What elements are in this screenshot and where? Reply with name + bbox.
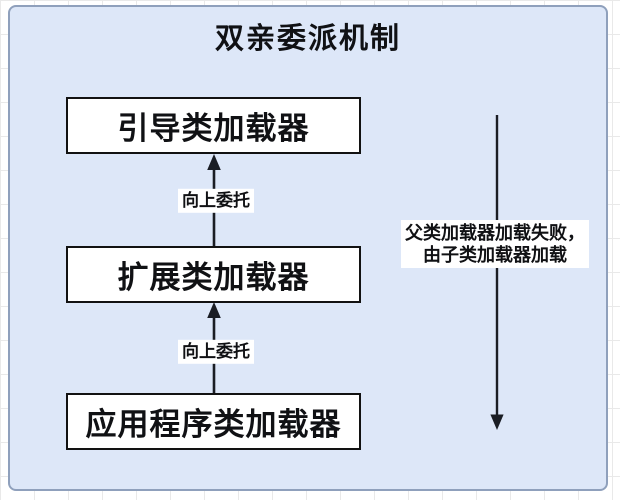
up-arrow-icon (207, 154, 221, 170)
delegate-up-label-1: 向上委托 (178, 188, 254, 214)
node-extension-classloader: 扩展类加载器 (66, 246, 361, 303)
down-arrow-icon (490, 414, 504, 430)
up-arrow-icon (207, 302, 221, 318)
fallback-label: 父类加载器加载失败， 由子类加载器加载 (401, 220, 589, 268)
fallback-label-line2: 由子类加载器加载 (423, 245, 567, 265)
node-bootstrap-classloader: 引导类加载器 (66, 97, 361, 154)
fallback-down-arrow (490, 115, 504, 430)
diagram-title: 双亲委派机制 (214, 23, 401, 55)
delegate-up-label-2: 向上委托 (178, 339, 254, 365)
fallback-label-line1: 父类加载器加载失败， (405, 223, 585, 243)
diagram-canvas: 双亲委派机制 引导类加载器 扩展类加载器 应用程序类加载器 向上委托 向上委托 … (8, 5, 608, 491)
node-application-classloader: 应用程序类加载器 (66, 393, 361, 450)
